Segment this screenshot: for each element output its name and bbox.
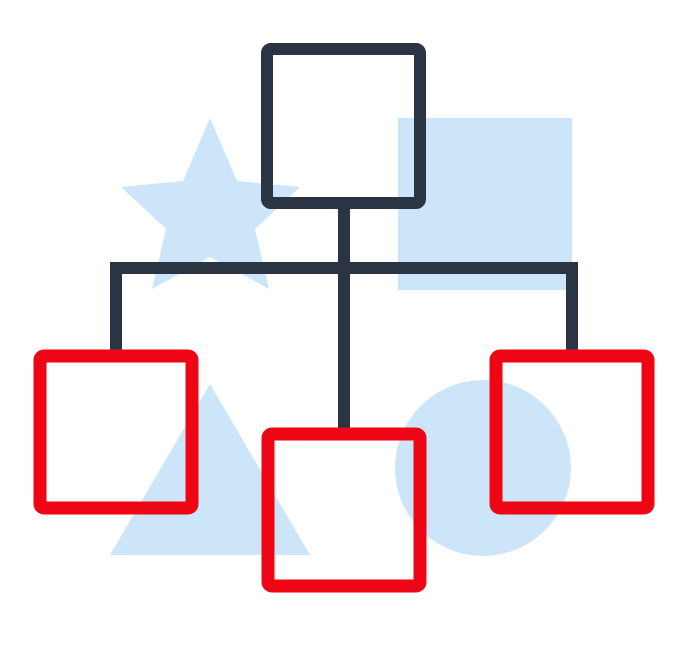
child-node-right <box>489 349 655 515</box>
child-nodes <box>33 349 655 593</box>
connectors <box>110 197 578 440</box>
decor-triangle-shape <box>110 384 310 555</box>
child-node-left <box>33 349 199 515</box>
child-node-center <box>261 427 427 593</box>
decor-star-shape <box>121 118 300 289</box>
root-node <box>261 43 426 209</box>
decor-square-shape <box>398 118 572 290</box>
